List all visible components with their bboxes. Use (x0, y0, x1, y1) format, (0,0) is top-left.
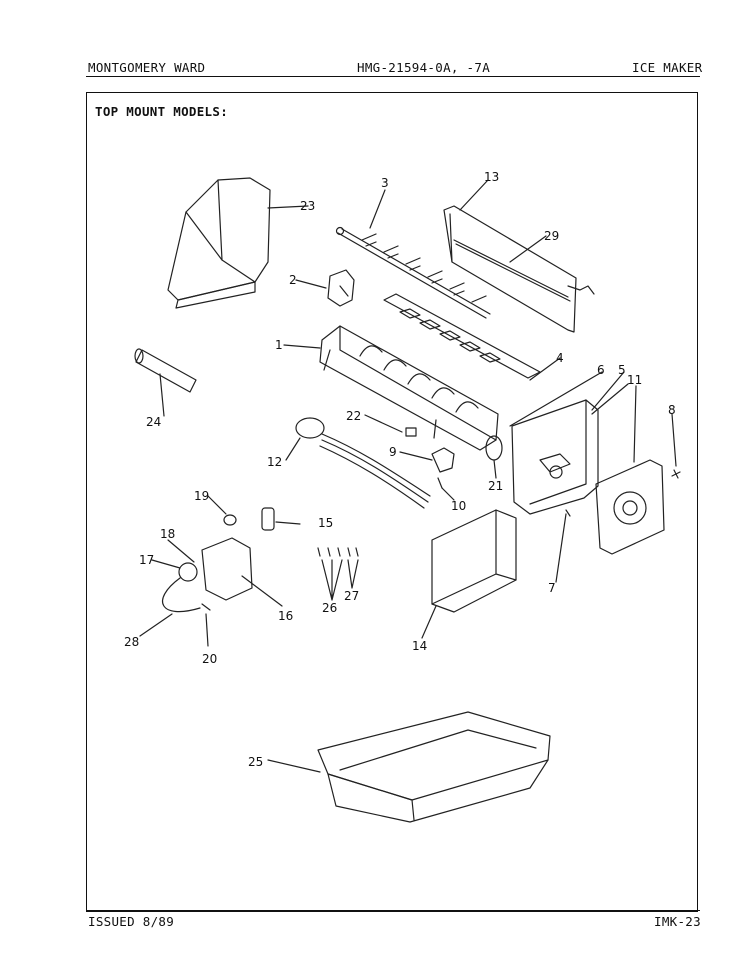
header-rule (86, 76, 700, 77)
callout-25: 25 (248, 755, 263, 769)
diagram-frame (86, 92, 698, 912)
callout-24: 24 (146, 415, 161, 429)
part-housing (511, 399, 599, 515)
part-motor-gear (485, 435, 503, 461)
part-harness (295, 417, 431, 509)
callout-13: 13 (484, 170, 499, 184)
part-stripper (443, 205, 577, 333)
issued-date: ISSUED 8/89 (88, 914, 175, 929)
callout-20: 20 (202, 652, 217, 666)
part-water-valve (162, 537, 253, 613)
part-mold (319, 325, 499, 451)
callout-29: 29 (544, 229, 559, 243)
callout-5: 5 (618, 363, 626, 377)
part-switch (431, 447, 455, 473)
part-fill-cup (167, 177, 271, 309)
callout-27: 27 (344, 589, 359, 603)
callout-4: 4 (556, 351, 564, 365)
callout-12: 12 (267, 455, 282, 469)
callout-18: 18 (160, 527, 175, 541)
part-screw (437, 477, 443, 489)
part-ejector (335, 226, 491, 319)
section-title: ICE MAKER (632, 60, 703, 75)
part-fill-tube (134, 348, 197, 393)
part-screws-26-27 (317, 547, 359, 557)
part-shutoff-arm (453, 239, 595, 302)
part-screw-8 (671, 469, 681, 479)
part-fittings (223, 507, 275, 531)
part-clip (405, 427, 417, 437)
part-mounting-plate (431, 509, 517, 613)
brand-label: MONTGOMERY WARD (88, 60, 206, 75)
callout-10: 10 (451, 499, 466, 513)
callout-1: 1 (275, 338, 283, 352)
callout-6: 6 (597, 363, 605, 377)
callout-2: 2 (289, 273, 297, 287)
callout-9: 9 (389, 445, 397, 459)
page-code: IMK-23 (654, 914, 701, 929)
callout-8: 8 (668, 403, 676, 417)
callout-26: 26 (322, 601, 337, 615)
callout-7: 7 (548, 581, 556, 595)
callout-15: 15 (318, 516, 333, 530)
callout-11: 11 (627, 373, 642, 387)
callout-16: 16 (278, 609, 293, 623)
callout-14: 14 (412, 639, 427, 653)
callout-21: 21 (488, 479, 503, 493)
callout-22: 22 (346, 409, 361, 423)
page-subtitle: TOP MOUNT MODELS: (95, 104, 229, 119)
model-number: HMG-21594-0A, -7A (357, 60, 491, 75)
callout-28: 28 (124, 635, 139, 649)
part-cover (383, 293, 541, 379)
part-screw-7 (565, 509, 571, 517)
part-motor-module (595, 459, 665, 555)
callout-19: 19 (194, 489, 209, 503)
callout-17: 17 (139, 553, 154, 567)
callout-23: 23 (300, 199, 315, 213)
part-ice-bin (317, 711, 551, 823)
footer-rule (86, 910, 700, 911)
part-bracket (327, 269, 355, 307)
callout-3: 3 (381, 176, 389, 190)
